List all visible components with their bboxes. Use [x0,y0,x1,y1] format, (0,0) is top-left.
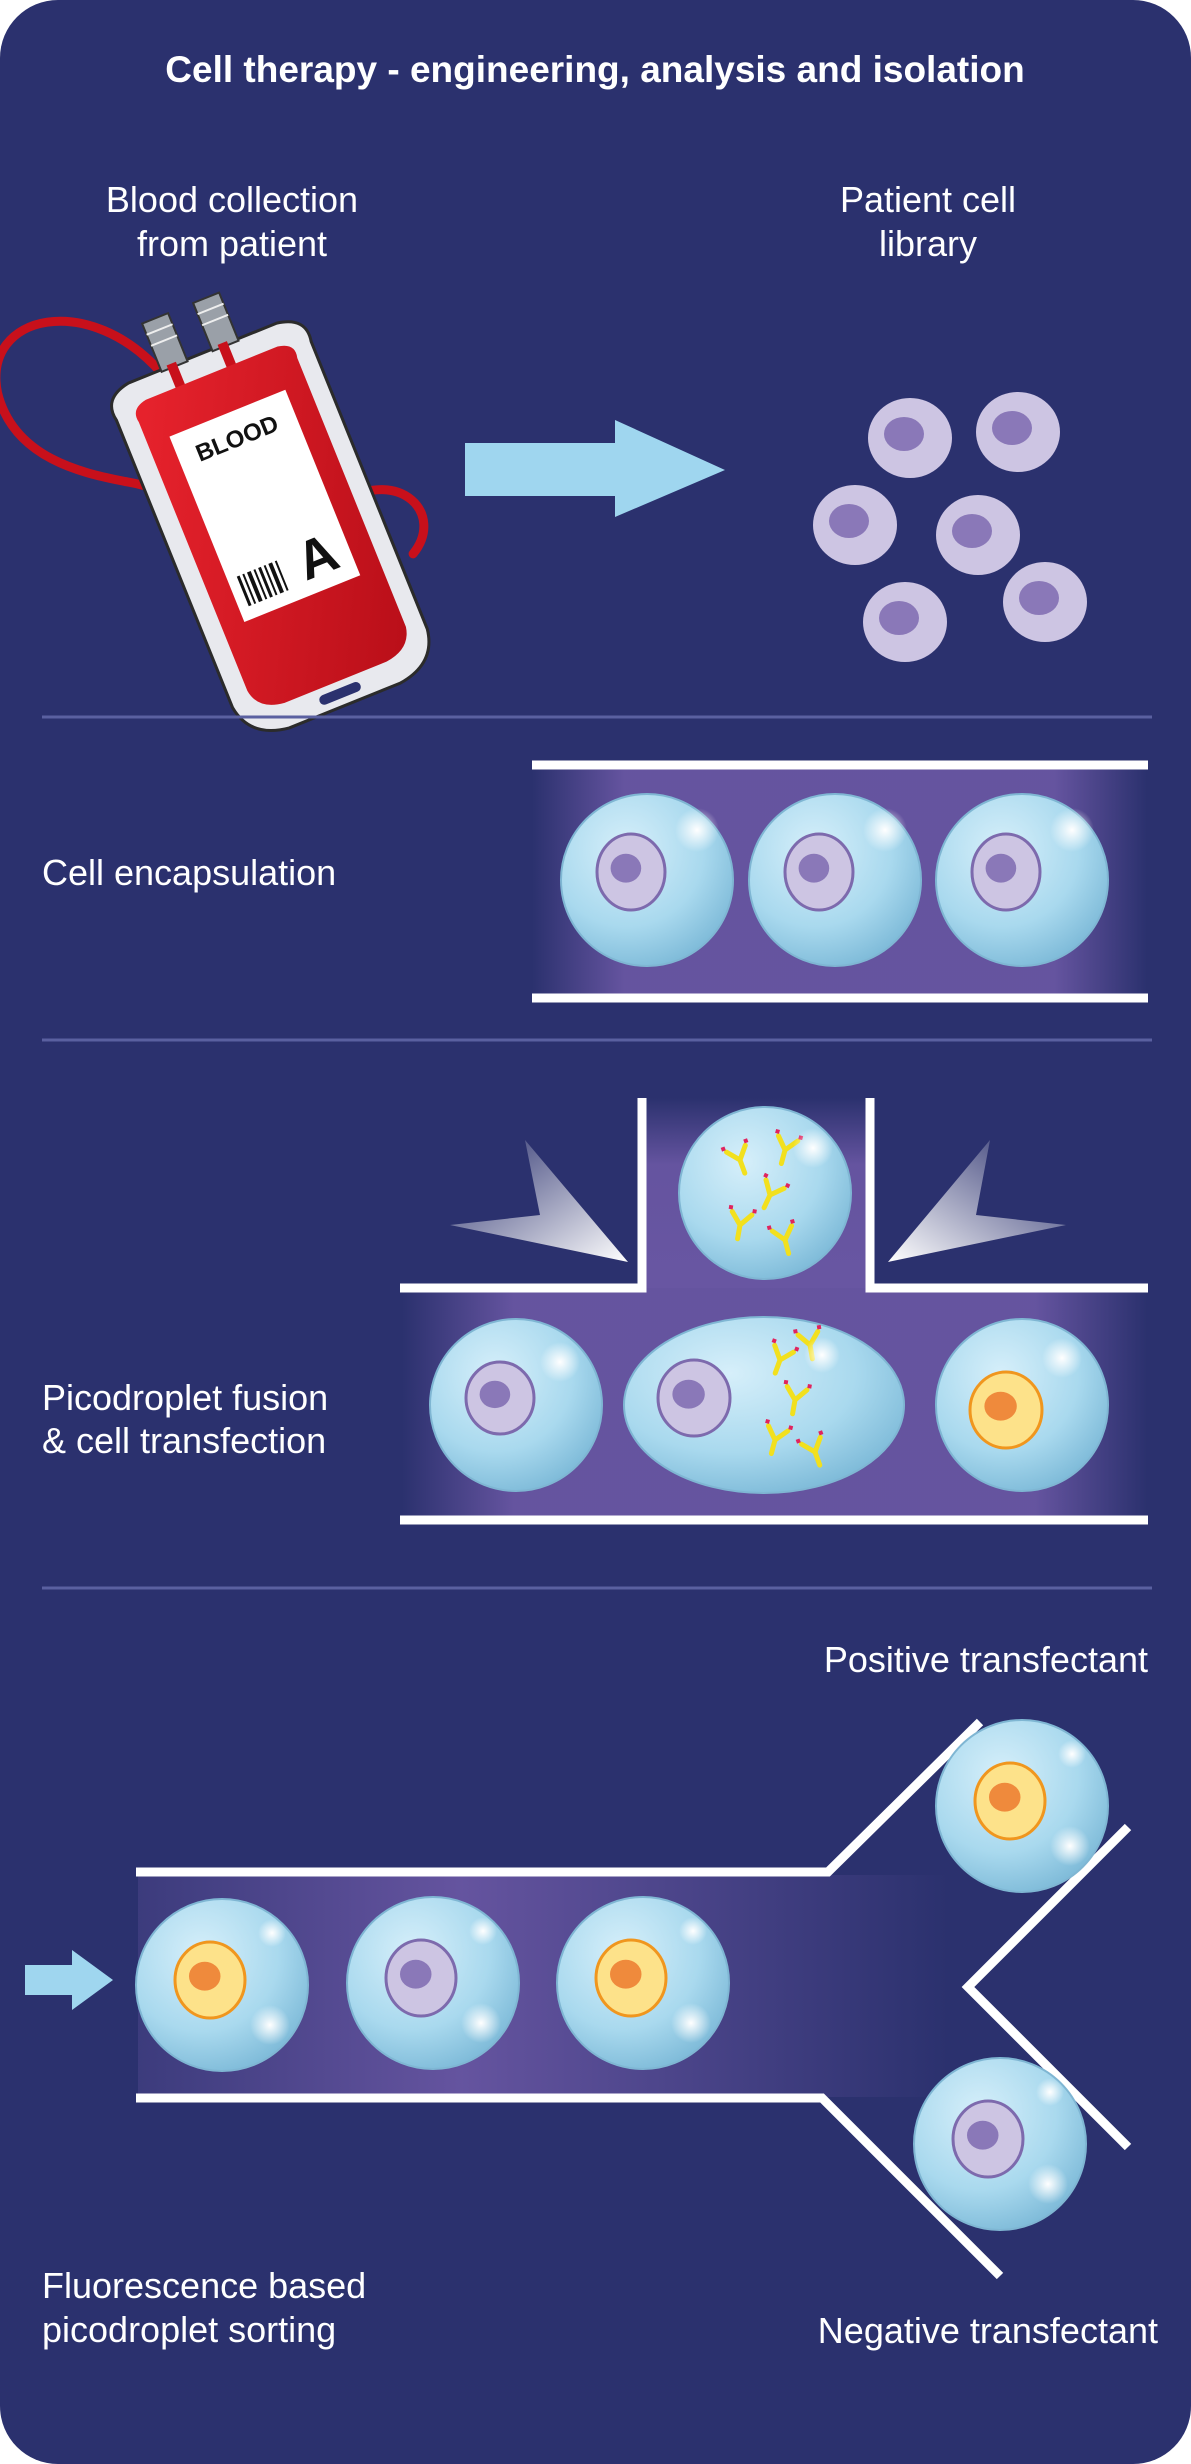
sorting-label-line2: picodroplet sorting [42,2309,336,2350]
patient-cell-library: Patient cell library [813,179,1087,662]
reagent-droplet [678,1106,852,1280]
blood-label-line2: from patient [137,223,327,264]
patient-cell [976,392,1060,472]
encapsulated-droplet [935,793,1109,967]
antibody-icon [765,1418,794,1457]
blood-label-line1: Blood collection [106,179,358,220]
sorting-label-line1: Fluorescence based [42,2265,366,2306]
transfected-cell [173,1940,247,2020]
patient-cell [1003,562,1087,642]
transfected-droplet [135,1898,309,2072]
fused-droplet [623,1316,905,1494]
encapsulated-droplet [560,793,734,967]
encapsulation-label: Cell encapsulation [42,852,336,893]
picodroplet-sorting-section: Positive transfectant Negative transfect… [25,1639,1158,2351]
cell [783,832,855,912]
patient-cell [868,398,952,478]
electrode-right-icon [888,1140,1066,1262]
process-arrow-icon [465,420,725,517]
negative-transfectant-label: Negative transfectant [818,2310,1158,2351]
flow-arrow-icon [25,1950,113,2010]
cell-droplet [429,1318,603,1492]
transfected-cell [973,1761,1047,1841]
patient-cell [813,485,897,565]
cell [384,1938,458,2018]
cell-encapsulation-section: Cell encapsulation [42,760,1148,1003]
cell [970,832,1042,912]
cell [595,832,667,912]
barcode-icon [236,560,289,607]
transfected-droplet [935,1318,1109,1492]
antibody-icon [766,1218,795,1257]
sorting-junction-wall [961,1823,1132,2151]
cell [656,1358,732,1438]
positive-transfectant-label: Positive transfectant [824,1639,1148,1680]
antibody-icon [761,1172,791,1211]
fusion-channel-wall-left [400,1098,647,1293]
sorting-channel-wall-top [136,1718,984,1877]
transfected-droplet [556,1896,730,2070]
patient-cell [863,582,947,662]
fusion-label-line1: Picodroplet fusion [42,1377,328,1418]
antibody-icon [771,1338,800,1376]
fusion-label-line2: & cell transfection [42,1420,326,1461]
antibody-icon [720,1138,749,1176]
positive-transfectant-droplet [935,1719,1109,1893]
blood-bag-icon: BLOOD A [0,291,431,732]
electrode-left-icon [450,1140,628,1262]
cell [951,2099,1025,2179]
fusion-channel-wall-right [865,1098,1148,1293]
picodroplet-fusion-section: Picodroplet fusion & cell transfection [42,1098,1148,1525]
negative-transfectant-droplet [913,2057,1087,2231]
cell-droplet [346,1896,520,2070]
sorting-channel-wall-bottom [136,2093,1004,2280]
encapsulated-droplet [748,793,922,967]
library-label-line1: Patient cell [840,179,1016,220]
antibody-icon [795,1430,824,1468]
library-label-line2: library [879,223,977,264]
blood-collection-section: Blood collection from patient BLOOD A [0,179,431,732]
transfected-cell [594,1938,668,2018]
page-title: Cell therapy - engineering, analysis and… [165,49,1024,90]
antibody-icon [783,1379,812,1417]
cell [464,1360,536,1436]
antibody-icon [728,1204,757,1242]
transfected-cell [968,1370,1044,1450]
patient-cell [936,495,1020,575]
